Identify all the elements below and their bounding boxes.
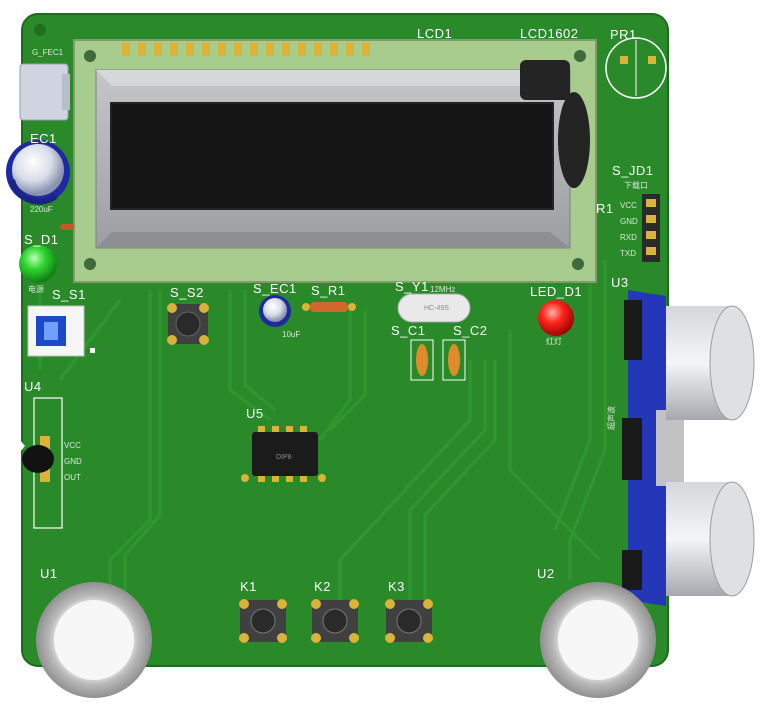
u4-pin-vcc: VCC: [64, 441, 81, 450]
u4-pin-gnd: GND: [64, 457, 82, 466]
resistor-s-r1-icon: [302, 302, 356, 312]
label-s-c1: S_C1: [391, 323, 426, 338]
power-switch-icon: [27, 305, 95, 357]
push-button-icon: [167, 303, 209, 345]
button-k3-icon: [385, 599, 433, 643]
crystal-freq: 12MHz: [430, 285, 456, 294]
usb-label: G_FEC1: [32, 48, 64, 57]
label-s-ec1: S_EC1: [253, 281, 297, 296]
label-s-s2: S_S2: [170, 285, 204, 300]
label-s-c2: S_C2: [453, 323, 488, 338]
ec-small-value: 10uF: [282, 330, 301, 339]
green-led-icon: [19, 245, 57, 283]
label-s-y1: S_Y1: [395, 279, 429, 294]
button-k1-icon: [239, 599, 287, 643]
photoresistor-icon: [605, 37, 667, 99]
jd-pin-vcc: VCC: [620, 201, 637, 210]
label-u2: U2: [537, 566, 555, 581]
red-led-icon: [538, 300, 574, 336]
ir-sensor-icon: [20, 397, 63, 529]
pin-header-icon: [642, 194, 660, 262]
ultrasonic-label: 超声波: [607, 406, 616, 430]
small-capacitor-icon: [259, 295, 291, 327]
wheel-right-icon: [540, 582, 656, 698]
label-s-s1: S_S1: [52, 287, 86, 302]
jd-pin-rxd: RXD: [620, 233, 637, 242]
label-lcd1: LCD1: [417, 26, 453, 41]
label-ec1: EC1: [30, 131, 57, 146]
label-u5: U5: [246, 406, 264, 421]
crystal-icon: [397, 293, 471, 323]
label-u1: U1: [40, 566, 58, 581]
jd-header-label: 下载口: [624, 181, 648, 190]
lcd-display-icon: [73, 39, 597, 283]
crystal-model: HC-49S: [424, 305, 449, 312]
label-s-jd1: S_JD1: [612, 163, 654, 178]
label-r1: R1: [596, 201, 614, 216]
cap-value: 220uF: [30, 205, 53, 214]
wheel-left-icon: [36, 582, 152, 698]
power-label: 电源: [28, 285, 44, 294]
label-s-r1: S_R1: [311, 283, 346, 298]
jd-pin-txd: TXD: [620, 249, 636, 258]
label-pr1: PR1: [610, 27, 637, 42]
label-lcd1602: LCD1602: [520, 26, 579, 41]
label-k2: K2: [314, 579, 331, 594]
label-u3: U3: [611, 275, 629, 290]
jd-pin-gnd: GND: [620, 217, 638, 226]
dip8-label: DIP8: [276, 454, 292, 461]
red-led-label: 红灯: [546, 337, 562, 346]
resistor-icon: [60, 224, 74, 230]
label-k3: K3: [388, 579, 405, 594]
button-k2-icon: [311, 599, 359, 643]
label-u4: U4: [24, 379, 42, 394]
label-s-d1: S_D1: [24, 232, 59, 247]
electrolytic-capacitor-icon: [6, 140, 70, 205]
dip8-chip-icon: [241, 426, 326, 482]
ceramic-capacitor-icon: [410, 339, 466, 381]
ultrasonic-sensor-icon: [622, 290, 755, 606]
usb-connector-icon: [19, 63, 70, 121]
label-k1: K1: [240, 579, 257, 594]
u4-pin-out: OUT: [64, 473, 81, 482]
label-led-d1: LED_D1: [530, 284, 583, 299]
